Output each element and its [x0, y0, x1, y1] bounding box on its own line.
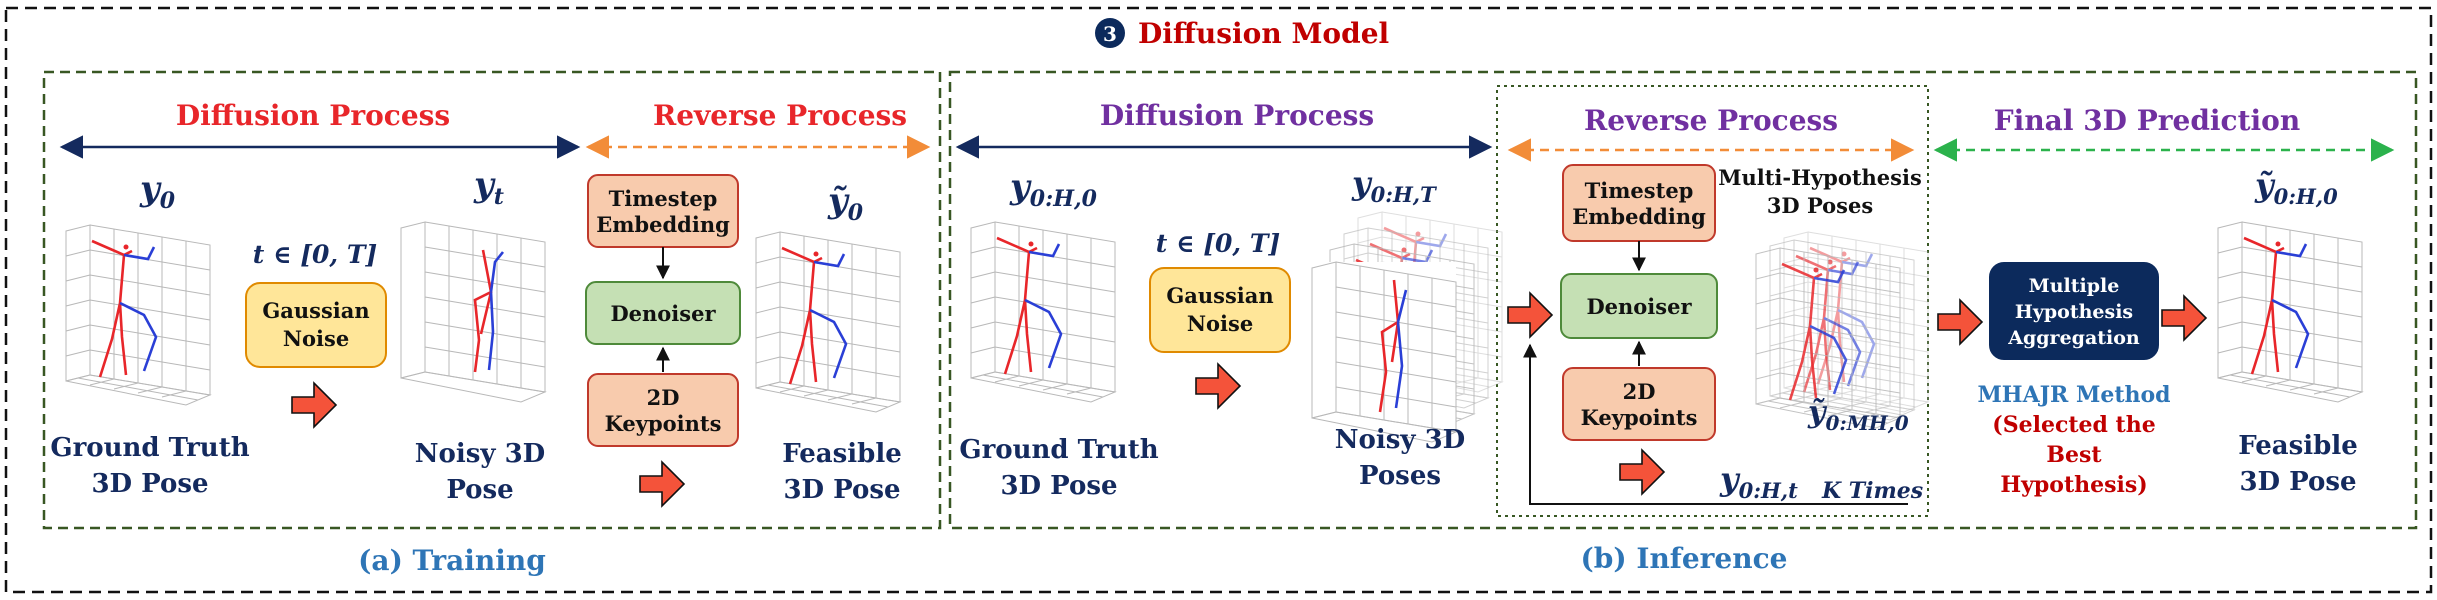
training-noisy-label-1: Noisy 3D	[415, 439, 545, 469]
block-arrow-icon	[291, 382, 337, 428]
method-line1: MHAJR Method	[1977, 382, 2170, 408]
aggregation-line3: Aggregation	[2007, 327, 2140, 349]
inference-panel	[948, 70, 2418, 530]
training-ytilde-symbol: ỹ0	[827, 181, 864, 226]
method-line3: Best	[2046, 442, 2102, 468]
training-panel	[42, 70, 942, 530]
method-line2: (Selected the	[1992, 412, 2155, 438]
training-caption: (a) Training	[358, 544, 546, 577]
inference-keypoints-line1: 2D	[1623, 379, 1656, 404]
block-arrow-icon	[1507, 292, 1553, 338]
inference-yt-symbol: y0:H,t	[1719, 460, 1798, 503]
multi-hypothesis-pose-stack	[1754, 230, 1930, 430]
training-diffusion-title: Diffusion Process	[176, 99, 450, 132]
inference-y0-symbol: y0:H,0	[1009, 167, 1098, 212]
inference-timestep-box	[1562, 164, 1716, 242]
training-timestep-line2: Embedding	[596, 212, 730, 237]
inference-feasible-label-2: 3D Pose	[2239, 467, 2356, 497]
inference-gt-label-1: Ground Truth	[959, 435, 1158, 465]
training-gaussian-box	[245, 282, 387, 368]
inference-noisy-label-1: Noisy 3D	[1335, 425, 1465, 455]
aggregation-line2: Hypothesis	[2015, 301, 2133, 323]
aggregation-box	[1989, 262, 2159, 360]
multi-hypothesis-label-1: Multi-Hypothesis	[1718, 165, 1922, 190]
inference-t-range: t ∈ [0, T]	[1156, 229, 1281, 258]
block-arrow-icon	[639, 461, 685, 507]
block-arrow-icon	[1937, 299, 1983, 345]
training-timestep-line1: Timestep	[609, 186, 718, 211]
aggregation-line1: Multiple	[2029, 275, 2120, 297]
inference-reverse-title: Reverse Process	[1584, 104, 1838, 137]
inference-keypoints-line2: Keypoints	[1581, 405, 1698, 430]
training-gt-label-2: 3D Pose	[91, 469, 208, 499]
inference-gaussian-line2: Noise	[1187, 311, 1253, 336]
inference-timestep-line1: Timestep	[1585, 178, 1694, 203]
header: 3 Diffusion Model	[1095, 17, 1389, 50]
inference-gaussian-box	[1149, 267, 1291, 353]
training-noisy-pose-plot	[400, 221, 547, 403]
inference-noisy-label-2: Poses	[1359, 461, 1441, 491]
inference-feasible-label-1: Feasible	[2238, 431, 2358, 461]
training-gt-label-1: Ground Truth	[50, 433, 249, 463]
inference-keypoints-box	[1562, 367, 1716, 441]
inference-noisy-pose-stack	[1306, 210, 1504, 443]
page-title: Diffusion Model	[1138, 17, 1389, 50]
inference-ytilde-symbol: ỹ0:H,0	[2254, 166, 2338, 209]
inference-diffusion-title: Diffusion Process	[1100, 99, 1374, 132]
inference-final-title: Final 3D Prediction	[1994, 104, 2300, 137]
inference-timestep-line2: Embedding	[1572, 204, 1706, 229]
training-gaussian-line2: Noise	[283, 326, 349, 351]
training-feasible-label-1: Feasible	[782, 439, 902, 469]
training-denoiser-label: Denoiser	[610, 301, 716, 326]
training-reverse-title: Reverse Process	[653, 99, 907, 132]
training-feasible-label-2: 3D Pose	[783, 475, 900, 505]
training-denoiser-box	[585, 281, 741, 345]
inference-ymh-symbol: ỹ0:MH,0	[1807, 395, 1909, 435]
training-gt-pose-plot	[64, 223, 212, 407]
multi-hypothesis-label-2: 3D Poses	[1767, 193, 1873, 218]
step-badge-number: 3	[1103, 22, 1117, 46]
training-gaussian-line1: Gaussian	[262, 298, 369, 323]
inference-gt-label-2: 3D Pose	[1000, 471, 1117, 501]
training-t-range: t ∈ [0, T]	[253, 240, 378, 269]
step-badge	[1095, 18, 1125, 48]
block-arrow-icon	[2161, 295, 2207, 341]
block-arrow-icon	[1195, 363, 1241, 409]
block-arrow-icon	[1619, 449, 1665, 495]
inference-feasible-pose-plot	[2216, 220, 2364, 404]
inference-denoiser-box	[1560, 273, 1718, 339]
outer-frame	[4, 6, 2433, 594]
inference-gt-pose-plot	[969, 220, 1117, 404]
method-line4: Hypothesis)	[2000, 472, 2147, 498]
inference-denoiser-label: Denoiser	[1586, 294, 1692, 319]
inference-yT-symbol: y0:H,T	[1351, 164, 1437, 207]
training-y0-symbol: y0	[139, 169, 176, 214]
training-yt-symbol: yt	[473, 165, 504, 210]
k-times-label: K Times	[1821, 478, 1923, 504]
training-feasible-pose-plot	[754, 230, 902, 414]
training-keypoints-line2: Keypoints	[605, 411, 722, 436]
inference-gaussian-line1: Gaussian	[1166, 283, 1273, 308]
training-keypoints-box	[587, 373, 739, 447]
inference-caption: (b) Inference	[1581, 542, 1788, 575]
feedback-loop-arrow	[1523, 343, 1908, 505]
training-keypoints-line1: 2D	[647, 385, 680, 410]
training-noisy-label-2: Pose	[446, 475, 513, 505]
